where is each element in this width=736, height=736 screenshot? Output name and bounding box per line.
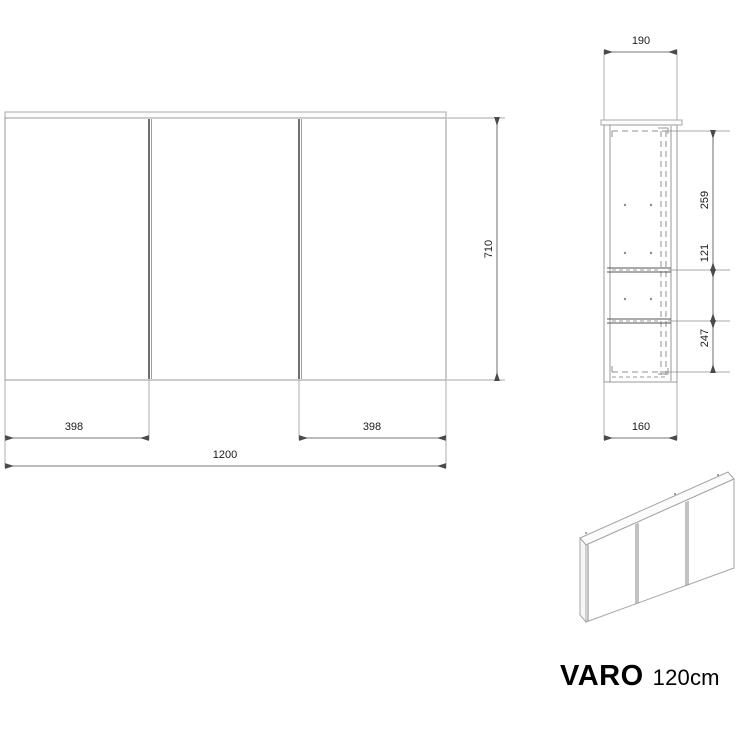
shelf-pin-dot: [623, 203, 627, 207]
side-hinge-bracket-bottom: [658, 368, 669, 375]
iso-front-face: [585, 478, 735, 623]
iso-top-dot: [674, 493, 676, 495]
side-top-cap: [600, 119, 683, 126]
shelf-pin-dot: [623, 297, 627, 301]
iso-top-dot: [585, 532, 587, 534]
front-cabinet-body: [4, 117, 447, 381]
product-size-label: 120cm: [652, 665, 720, 690]
side-cabinet-body: [603, 124, 678, 383]
side-dim-121-label: 121: [699, 244, 711, 262]
shelf-pin-dot: [649, 251, 653, 255]
side-shelf-upper: [607, 318, 671, 324]
front-elevation-group: 710 398 398 1200: [4, 111, 505, 469]
front-width-label: 1200: [213, 449, 237, 461]
front-top-cap: [4, 111, 447, 119]
side-dim-259-label: 259: [699, 191, 711, 209]
shelf-pin-dot: [649, 297, 653, 301]
side-dim-247-label: 247: [699, 329, 711, 347]
isometric-view-group: [579, 471, 735, 624]
side-section-group: 190: [600, 35, 730, 441]
title-block: VARO 120cm: [560, 660, 736, 700]
iso-top-dot: [717, 474, 719, 476]
shelf-pin-dot: [649, 203, 653, 207]
side-hinge-bracket-top: [658, 127, 669, 134]
front-height-label: 710: [483, 240, 495, 258]
product-model-name: VARO: [560, 660, 644, 692]
front-left-door-label: 398: [65, 421, 83, 433]
side-shelf-lower: [607, 267, 671, 273]
side-depth-top-label: 190: [632, 35, 650, 47]
iso-left-end-panel: [579, 536, 587, 624]
shelf-pin-dot: [623, 251, 627, 255]
front-right-door-label: 398: [363, 421, 381, 433]
side-depth-bottom-label: 160: [632, 421, 650, 433]
